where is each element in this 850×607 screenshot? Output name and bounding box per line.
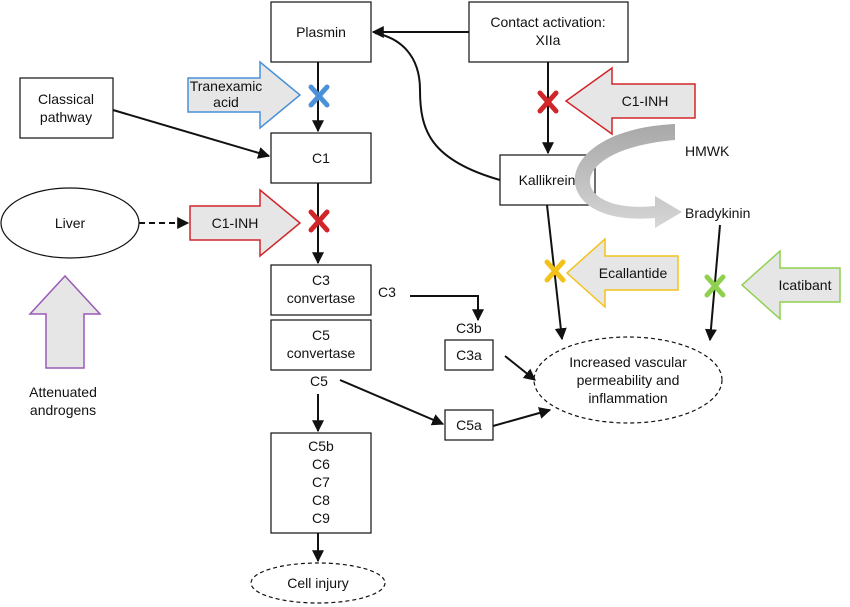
svg-text:Icatibant: Icatibant [779, 277, 832, 293]
svg-text:Ecallantide: Ecallantide [599, 265, 668, 281]
svg-text:inflammation: inflammation [588, 390, 667, 406]
svg-text:acid: acid [213, 94, 239, 110]
c5a-node: C5a [444, 409, 494, 441]
cell-injury-node: Cell injury [250, 562, 386, 604]
kallikrein-to-plasmin-curve [374, 32, 501, 181]
svg-text:C1-INH: C1-INH [622, 93, 669, 109]
connections [112, 26, 721, 563]
c1-node: C1 [270, 132, 372, 184]
svg-text:Contact activation:: Contact activation: [490, 14, 605, 30]
hmwk-label: HMWK [685, 143, 730, 159]
svg-text:convertase: convertase [287, 345, 356, 361]
plasmin-node: Plasmin [270, 1, 372, 63]
c5a-to-outcome-arrow [492, 407, 552, 427]
attenuated-androgens-arrow: Attenuated androgens [28, 274, 102, 418]
c1-inh-liver-arrow: C1-INH [189, 188, 302, 258]
svg-text:androgens: androgens [30, 402, 96, 418]
c3a-node: C3a [444, 339, 494, 371]
svg-text:C3: C3 [312, 272, 330, 288]
c3b-label: C3b [456, 320, 482, 336]
c3-label: C3 [378, 284, 396, 300]
svg-text:C1: C1 [312, 150, 330, 166]
outcome-node: Increased vascular permeability and infl… [533, 336, 723, 424]
contact-activation-node: Contact activation: XIIa [468, 1, 629, 63]
svg-text:Classical: Classical [38, 91, 94, 107]
svg-text:C6: C6 [312, 456, 330, 472]
classical-pathway-node: Classical pathway [19, 77, 114, 139]
c5-label: C5 [310, 373, 328, 389]
icatibant-block-mark [704, 274, 726, 298]
tranexamic-acid-arrow: Tranexamic acid [187, 60, 302, 130]
mac-complex-node: C5b C6 C7 C8 C9 [270, 432, 372, 534]
svg-text:XIIa: XIIa [536, 32, 561, 48]
svg-text:permeability and: permeability and [577, 372, 680, 388]
svg-text:Cell injury: Cell injury [287, 575, 348, 591]
ecallantide-arrow: Ecallantide [565, 237, 679, 309]
c1inh-top-block-mark [537, 90, 559, 114]
svg-text:pathway: pathway [40, 109, 92, 125]
svg-text:C9: C9 [312, 510, 330, 526]
c1-inh-top-arrow: C1-INH [564, 66, 696, 136]
svg-text:C5b: C5b [308, 438, 334, 454]
svg-text:convertase: convertase [287, 290, 356, 306]
svg-text:C5: C5 [312, 327, 330, 343]
svg-text:C7: C7 [312, 474, 330, 490]
svg-text:Attenuated: Attenuated [29, 384, 97, 400]
c3-convertase-node: C3 convertase [270, 264, 372, 316]
bradykinin-label: Bradykinin [685, 205, 750, 221]
svg-text:C5a: C5a [456, 417, 482, 433]
svg-text:C3a: C3a [456, 347, 482, 363]
tranexamic-block-mark [308, 84, 330, 108]
icatibant-arrow: Icatibant [740, 249, 841, 321]
svg-text:Plasmin: Plasmin [296, 24, 346, 40]
ecallantide-block-mark [544, 259, 566, 283]
classical-to-c1-arrow [112, 109, 271, 159]
c5-convertase-node: C5 convertase [270, 319, 372, 371]
liver-node: Liver [0, 187, 140, 259]
c3-to-c3b-arrow [410, 295, 484, 322]
svg-text:Liver: Liver [55, 215, 86, 231]
svg-text:Tranexamic: Tranexamic [190, 78, 263, 94]
svg-text:Increased vascular: Increased vascular [569, 354, 687, 370]
hmwk-to-bradykinin-arrow [574, 124, 682, 228]
svg-text:C8: C8 [312, 492, 330, 508]
svg-text:C1-INH: C1-INH [212, 215, 259, 231]
svg-text:Kallikrein: Kallikrein [519, 172, 576, 188]
c1inh-liver-block-mark [308, 209, 330, 233]
c5-to-c5a-arrow [339, 379, 445, 426]
c3a-to-outcome-arrow [504, 355, 536, 381]
